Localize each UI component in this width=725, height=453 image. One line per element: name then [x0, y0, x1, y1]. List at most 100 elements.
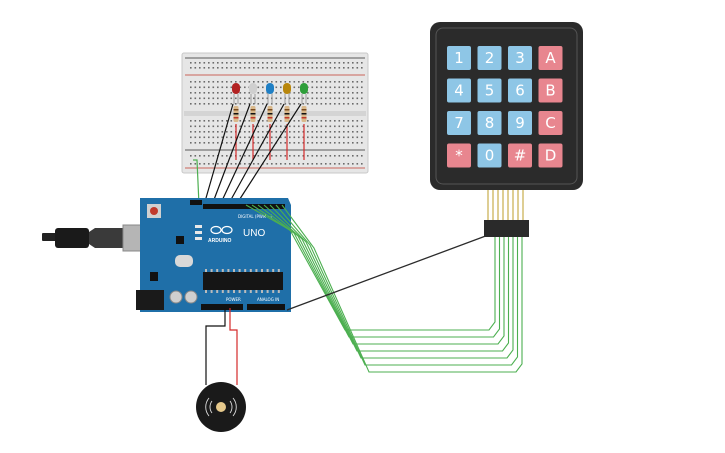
arduino-board[interactable]: ARDUINO UNO DIGITAL (PWM ~) POWER ANALOG… — [136, 198, 291, 312]
key-6[interactable] — [508, 78, 532, 103]
usb-cable[interactable] — [42, 224, 154, 252]
logo-loop-left — [210, 225, 222, 235]
wire-keypad-black[interactable] — [286, 233, 492, 311]
breadboard-hole — [352, 103, 354, 105]
breadboard-hole — [311, 81, 314, 83]
breadboard-hole — [239, 125, 242, 128]
breadboard-hole — [302, 131, 305, 133]
key-1[interactable] — [447, 46, 471, 70]
breadboard-hole — [280, 97, 282, 100]
wire-buzzer-ground[interactable] — [205, 308, 226, 385]
breadboard-hole — [208, 97, 210, 100]
wire-keypad-green[interactable] — [275, 204, 519, 366]
led-green[interactable] — [300, 83, 308, 94]
key-label: C — [545, 114, 555, 132]
breadboard-hole — [266, 131, 269, 133]
chip-pin — [227, 290, 230, 293]
key-0[interactable] — [477, 143, 502, 168]
breadboard-hole — [266, 163, 269, 165]
breadboard-hole — [208, 163, 210, 165]
keypad-ribbon — [487, 190, 524, 222]
breadboard-hole — [280, 81, 282, 83]
led-blue[interactable] — [266, 83, 274, 94]
wire-buzzer-power[interactable] — [229, 308, 238, 385]
key-B[interactable] — [538, 78, 563, 103]
breadboard-hole — [199, 125, 201, 128]
breadboard-hole — [230, 62, 233, 64]
wire-led-to-arduino[interactable] — [219, 103, 268, 206]
resistor-band — [267, 117, 273, 119]
breadboard-hole — [302, 155, 305, 157]
breadboard-hole — [307, 67, 309, 69]
key-9[interactable] — [508, 111, 532, 135]
breadboard-hole — [239, 142, 242, 144]
wire-led-to-arduino[interactable] — [211, 103, 251, 206]
breadboard-hole — [352, 125, 354, 128]
resistor-band — [301, 117, 307, 119]
breadboard-hole — [203, 163, 206, 165]
breadboard-hole — [280, 142, 282, 144]
breadboard[interactable] — [181, 52, 369, 174]
chip-pin — [233, 269, 235, 272]
key-4[interactable] — [447, 78, 471, 103]
breadboard-hole — [262, 97, 264, 100]
key-2[interactable] — [477, 46, 502, 70]
key-5[interactable] — [477, 78, 502, 103]
breadboard-hole — [190, 97, 192, 100]
key-C[interactable] — [538, 111, 563, 135]
wire-led-to-arduino[interactable] — [227, 103, 285, 206]
breadboard-hole — [280, 155, 282, 157]
breadboard-hole — [275, 92, 278, 94]
breadboard-hole — [275, 67, 278, 69]
wire-led-to-arduino[interactable] — [235, 103, 302, 206]
breadboard-hole — [347, 155, 350, 157]
breadboard-hole — [203, 131, 206, 133]
piezo-buzzer[interactable] — [196, 382, 246, 432]
breadboard-hole — [226, 142, 228, 144]
atmega-chip — [203, 272, 283, 290]
wire-led-to-arduino[interactable] — [203, 103, 234, 206]
breadboard-hole — [356, 67, 359, 69]
wire-keypad-green[interactable] — [281, 204, 523, 373]
breadboard-hole — [311, 92, 314, 94]
breadboard-hole — [239, 163, 242, 165]
breadboard-hole — [343, 103, 345, 105]
breadboard-hole — [352, 163, 354, 165]
breadboard-hole — [284, 142, 287, 144]
led-red[interactable] — [232, 83, 240, 94]
key-#[interactable] — [508, 143, 532, 168]
key-3[interactable] — [508, 46, 532, 70]
wire-ground-green[interactable] — [193, 159, 200, 206]
key-label: 4 — [454, 82, 464, 100]
breadboard-hole — [257, 62, 260, 64]
key-7[interactable] — [447, 111, 471, 135]
key-*[interactable] — [447, 143, 471, 168]
led-yellow[interactable] — [283, 83, 291, 94]
breadboard-hole — [230, 136, 233, 139]
breadboard-hole — [194, 86, 197, 89]
reset-button[interactable] — [150, 207, 158, 215]
resistor-band — [284, 113, 290, 115]
breadboard-hole — [334, 120, 336, 122]
breadboard-hole — [230, 97, 233, 100]
wire-keypad-green[interactable] — [251, 204, 501, 338]
breadboard-hole — [307, 97, 309, 100]
breadboard-hole — [275, 136, 278, 139]
wire-keypad-green[interactable] — [263, 204, 510, 352]
led-white[interactable] — [249, 83, 257, 94]
breadboard-hole — [194, 136, 197, 139]
breadboard-hole — [325, 125, 327, 128]
key-A[interactable] — [538, 46, 563, 70]
key-8[interactable] — [477, 111, 502, 135]
breadboard-hole — [334, 103, 336, 105]
breadboard-hole — [334, 155, 336, 157]
wire-keypad-green[interactable] — [257, 204, 505, 345]
resistor-band — [233, 113, 239, 115]
breadboard-hole — [271, 131, 273, 133]
breadboard-center-channel — [184, 111, 366, 116]
key-D[interactable] — [538, 143, 563, 168]
wire-keypad-green[interactable] — [269, 204, 514, 359]
breadboard-hole — [293, 97, 296, 100]
